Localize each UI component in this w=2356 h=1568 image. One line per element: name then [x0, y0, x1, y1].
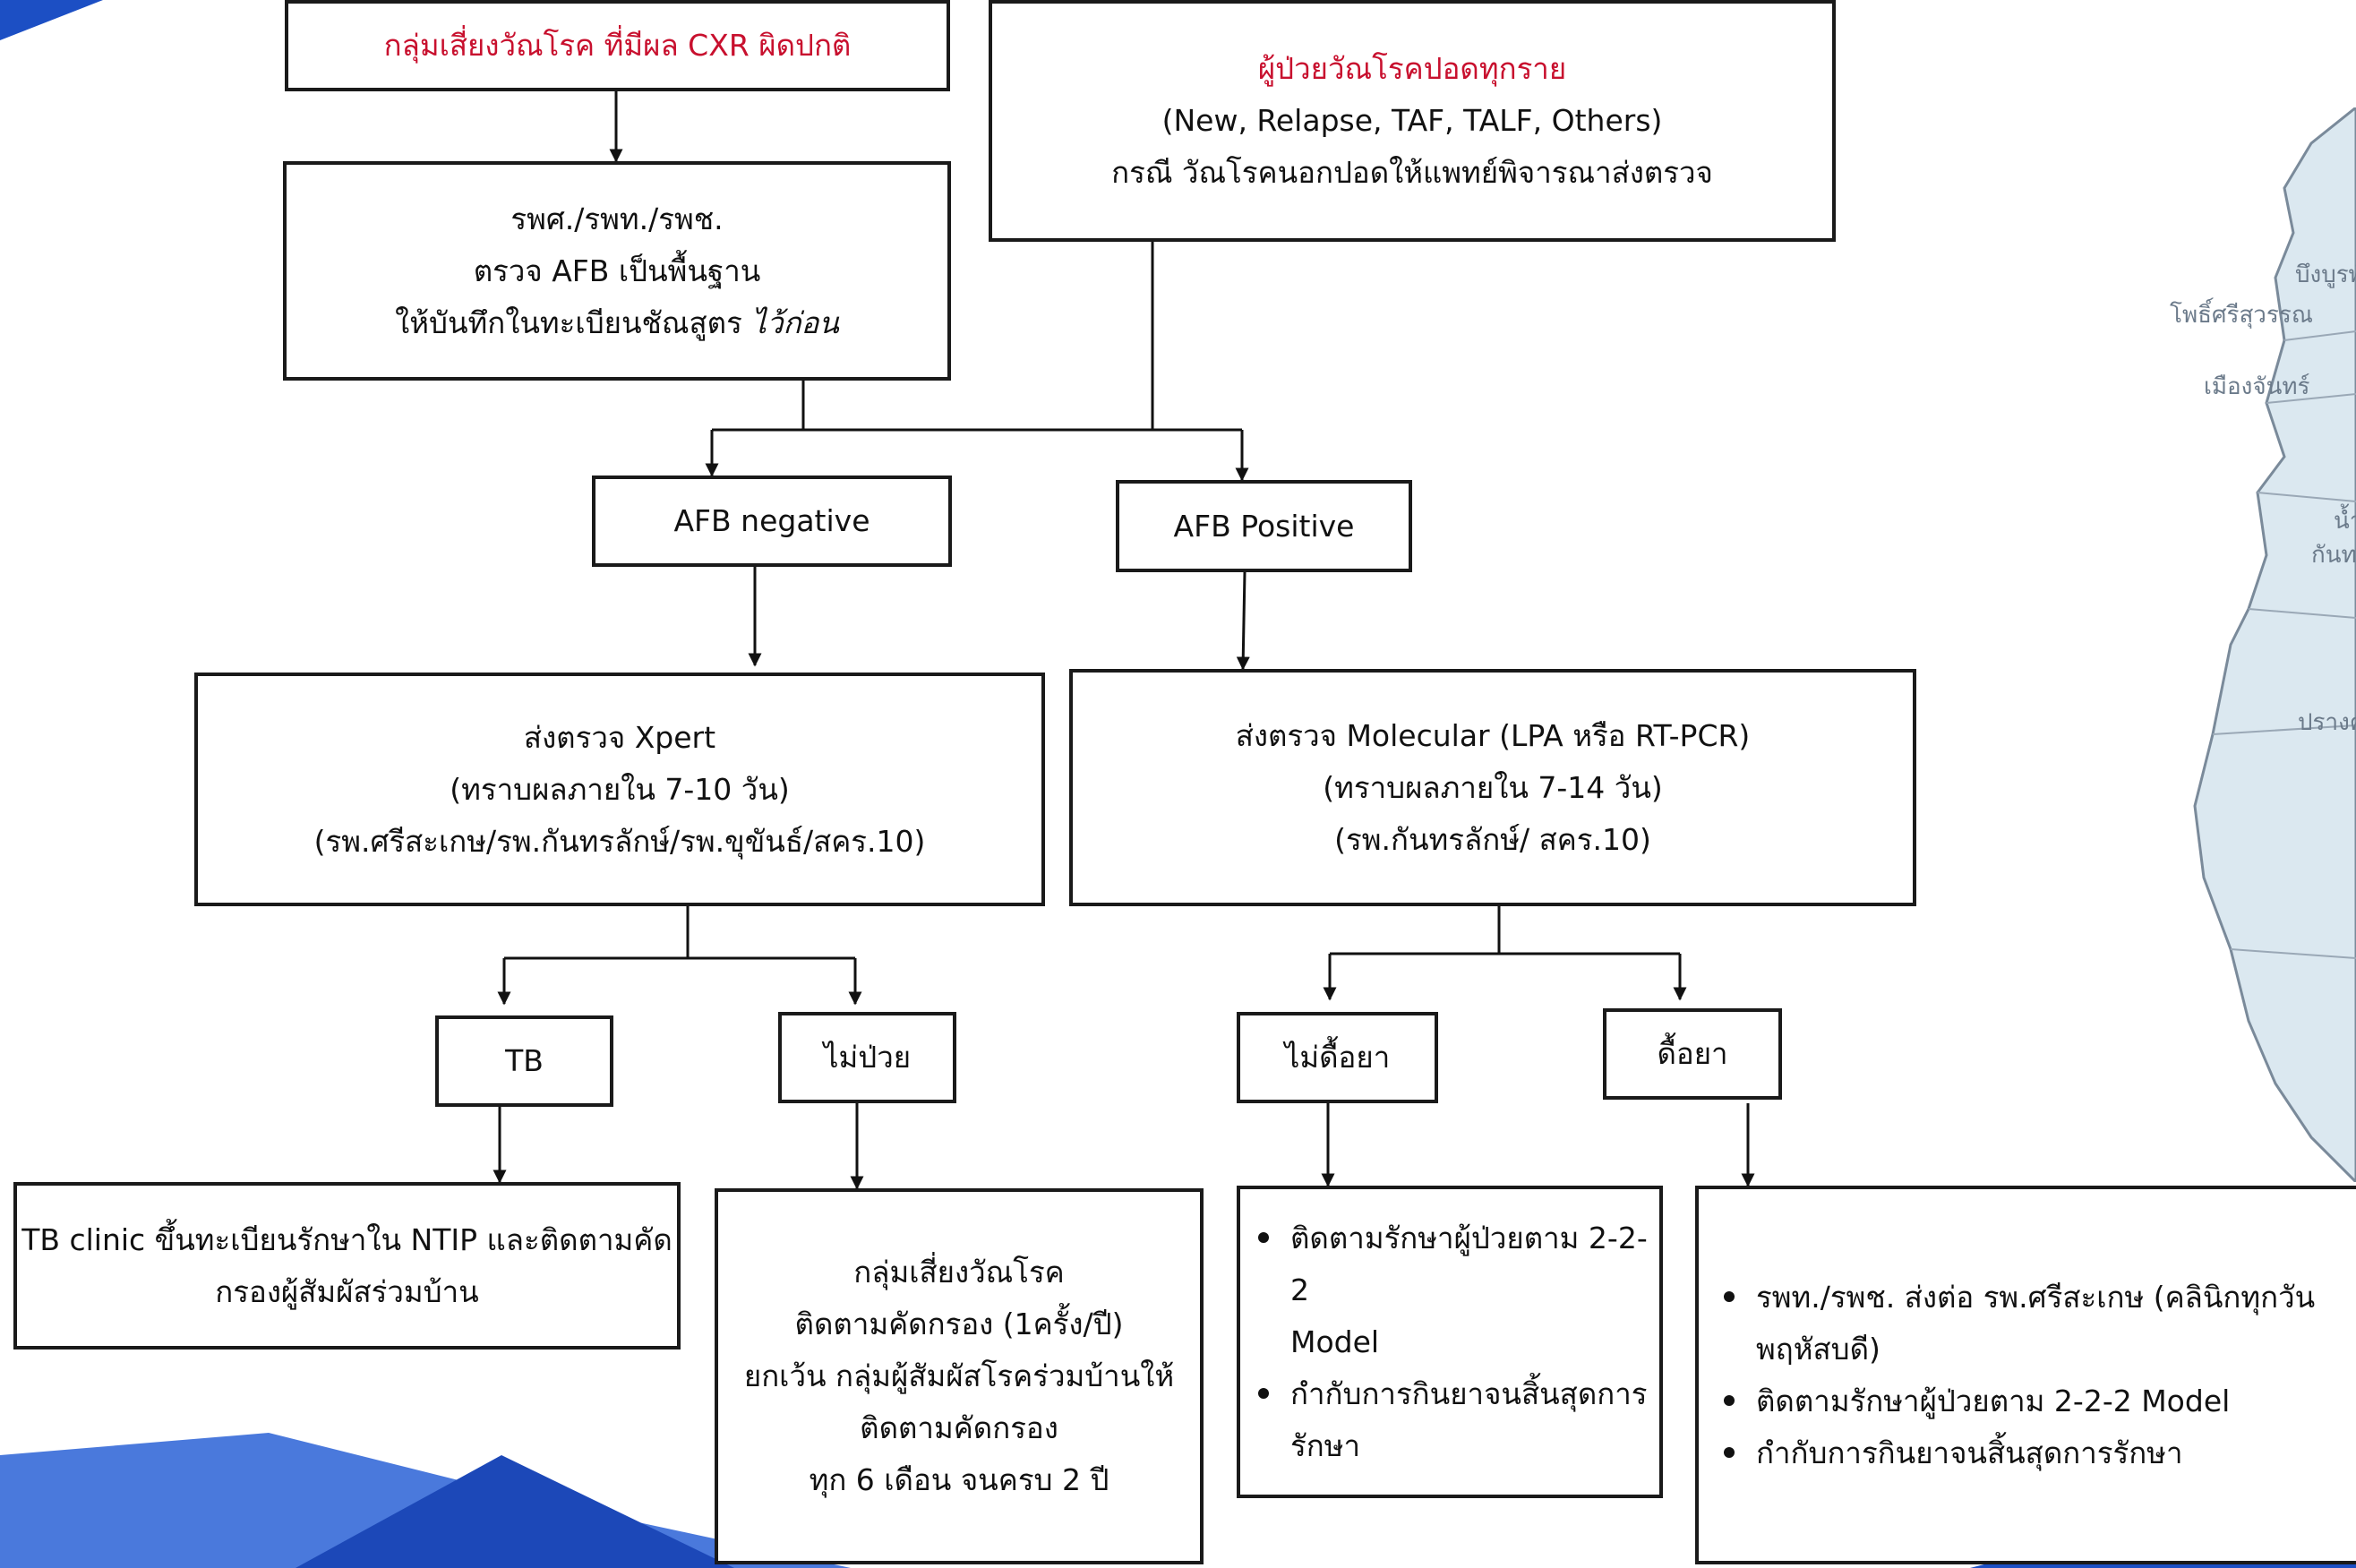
list-item: กำกับการกินยาจนสิ้นสุดการรักษา [1718, 1427, 2315, 1479]
afb-negative-label: AFB negative [673, 503, 870, 538]
all-pulmonary-note: กรณี วัณโรคนอกปอดให้แพทย์พิจารณาส่งตรวจ [1111, 155, 1713, 190]
list-item: ติดตามรักษาผู้ป่วยตาม 2-2-2 Model [1718, 1375, 2315, 1427]
map-label: น้ำเกลี้ยง [2334, 503, 2356, 535]
line-hospital-branch [712, 381, 805, 432]
tb-box: TB [435, 1015, 613, 1107]
map-label: ปรางค์กู่ [2298, 709, 2356, 736]
not-sick-label: ไม่ป่วย [823, 1040, 912, 1075]
risk-followup-line1: กลุ่มเสี่ยงวัณโรค [853, 1255, 1065, 1290]
top-left-triangle [0, 0, 103, 40]
resistant-box: ดื้อยา [1603, 1008, 1782, 1100]
list-item-text: ติดตามรักษาผู้ป่วยตาม 2-2-2 [1290, 1220, 1648, 1307]
not-sick-box: ไม่ป่วย [778, 1012, 956, 1103]
molecular-box: ส่งตรวจ Molecular (LPA หรือ RT-PCR) (ทรา… [1069, 669, 1916, 906]
province-map: บึงบูรพ์ โพธิ์ศรีสุวรรณ เมืองจันทร์ น้ำเ… [2170, 107, 2356, 1182]
afb-negative-box: AFB negative [592, 476, 952, 567]
hospital-afb-box: รพศ./รพท./รพช. ตรวจ AFB เป็นพื้นฐาน ให้บ… [283, 161, 951, 381]
list-item-text: รพท./รพช. ส่งต่อ รพ.ศรีสะเกษ (คลินิกทุกว… [1756, 1279, 2316, 1315]
bottom-left-triangle [296, 1455, 734, 1568]
molecular-sites: (รพ.กันทรลักษ์/ สคร.10) [1334, 821, 1651, 857]
risk-followup-line5: ทุก 6 เดือน จนครบ 2 ปี [809, 1462, 1109, 1497]
list-item-text: กำกับการกินยาจนสิ้นสุดการรักษา [1756, 1435, 2183, 1470]
arrow-to-molecular [1236, 571, 1250, 671]
map-label: เมืองจันทร์ [2204, 373, 2309, 400]
record-instruction-emphasis: ไว้ก่อน [751, 304, 839, 340]
not-resistant-care-list: ติดตามรักษาผู้ป่วยตาม 2-2-2 Model กำกับก… [1253, 1212, 1659, 1472]
risk-followup-line3: ยกเว้น กลุ่มผู้สัมผัสโรคร่วมบ้านให้ [743, 1358, 1175, 1393]
xpert-turnaround: (ทราบผลภายใน 7-10 วัน) [450, 771, 790, 807]
risk-followup-line4: ติดตามคัดกรอง [860, 1410, 1058, 1445]
risk-group-box: กลุ่มเสี่ยงวัณโรค ที่มีผล CXR ผิดปกติ [285, 0, 950, 91]
list-item-text: ติดตามรักษาผู้ป่วยตาม 2-2-2 Model [1756, 1383, 2231, 1418]
xpert-box: ส่งตรวจ Xpert (ทราบผลภายใน 7-10 วัน) (รพ… [194, 673, 1045, 906]
molecular-title: ส่งตรวจ Molecular (LPA หรือ RT-PCR) [1235, 717, 1751, 753]
map-district-borders [2212, 330, 2356, 959]
all-pulmonary-title: ผู้ป่วยวัณโรคปอดทุกราย [1257, 51, 1567, 86]
risk-group-text: กลุ่มเสี่ยงวัณโรค ที่มีผล CXR ผิดปกติ [383, 28, 852, 63]
list-item: ติดตามรักษาผู้ป่วยตาม 2-2-2 Model [1253, 1212, 1659, 1368]
record-instruction: ให้บันทึกในทะเบียนชัณสูตร ไว้ก่อน [395, 297, 839, 349]
not-resistant-label: ไม่ดื้อยา [1284, 1040, 1391, 1075]
risk-followup-box: กลุ่มเสี่ยงวัณโรค ติดตามคัดกรอง (1ครั้ง/… [715, 1188, 1204, 1564]
all-pulmonary-types: (New, Relapse, TAF, TALF, Others) [1161, 103, 1663, 138]
resistant-care-box: รพท./รพช. ส่งต่อ รพ.ศรีสะเกษ (คลินิกทุกว… [1695, 1186, 2356, 1564]
list-item: กำกับการกินยาจนสิ้นสุดการ รักษา [1253, 1368, 1659, 1472]
map-label: โพธิ์ศรีสุวรรณ [2170, 297, 2313, 329]
xpert-title: ส่งตรวจ Xpert [523, 719, 716, 755]
molecular-turnaround: (ทราบผลภายใน 7-14 วัน) [1323, 769, 1663, 805]
afb-positive-box: AFB Positive [1116, 480, 1412, 572]
list-item-text: Model [1290, 1324, 1380, 1359]
resistant-care-list: รพท./รพช. ส่งต่อ รพ.ศรีสะเกษ (คลินิกทุกว… [1718, 1272, 2315, 1479]
not-resistant-box: ไม่ดื้อยา [1237, 1012, 1438, 1103]
risk-followup-line2: ติดตามคัดกรอง (1ครั้ง/ปี) [794, 1307, 1124, 1341]
tb-label: TB [505, 1043, 544, 1078]
map-label: กันทรลักษ์ [2311, 542, 2356, 569]
xpert-sites: (รพ.ศรีสะเกษ/รพ.กันทรลักษ์/รพ.ขุขันธ์/สค… [313, 823, 926, 859]
resistant-label: ดื้อยา [1657, 1036, 1728, 1071]
tb-clinic-line1: TB clinic ขึ้นทะเบียนรักษาใน NTIP และติด… [21, 1221, 673, 1257]
list-item-text: รักษา [1290, 1427, 1360, 1463]
list-item-text: พฤหัสบดี) [1756, 1331, 1881, 1367]
record-instruction-text: ให้บันทึกในทะเบียนชัณสูตร [395, 304, 752, 340]
map-label: บึงบูรพ์ [2295, 261, 2356, 288]
list-item: รพท./รพช. ส่งต่อ รพ.ศรีสะเกษ (คลินิกทุกว… [1718, 1272, 2315, 1375]
tb-clinic-box: TB clinic ขึ้นทะเบียนรักษาใน NTIP และติด… [13, 1182, 681, 1350]
all-pulmonary-box: ผู้ป่วยวัณโรคปอดทุกราย (New, Relapse, TA… [989, 0, 1836, 242]
hospital-levels: รพศ./รพท./รพช. [510, 201, 724, 236]
tb-clinic-line2: กรองผู้สัมผัสร่วมบ้าน [215, 1273, 479, 1309]
afb-baseline-test: ตรวจ AFB เป็นพื้นฐาน [473, 253, 761, 288]
list-item-text: กำกับการกินยาจนสิ้นสุดการ [1290, 1375, 1648, 1411]
not-resistant-care-box: ติดตามรักษาผู้ป่วยตาม 2-2-2 Model กำกับก… [1237, 1186, 1663, 1498]
afb-positive-label: AFB Positive [1173, 508, 1355, 544]
